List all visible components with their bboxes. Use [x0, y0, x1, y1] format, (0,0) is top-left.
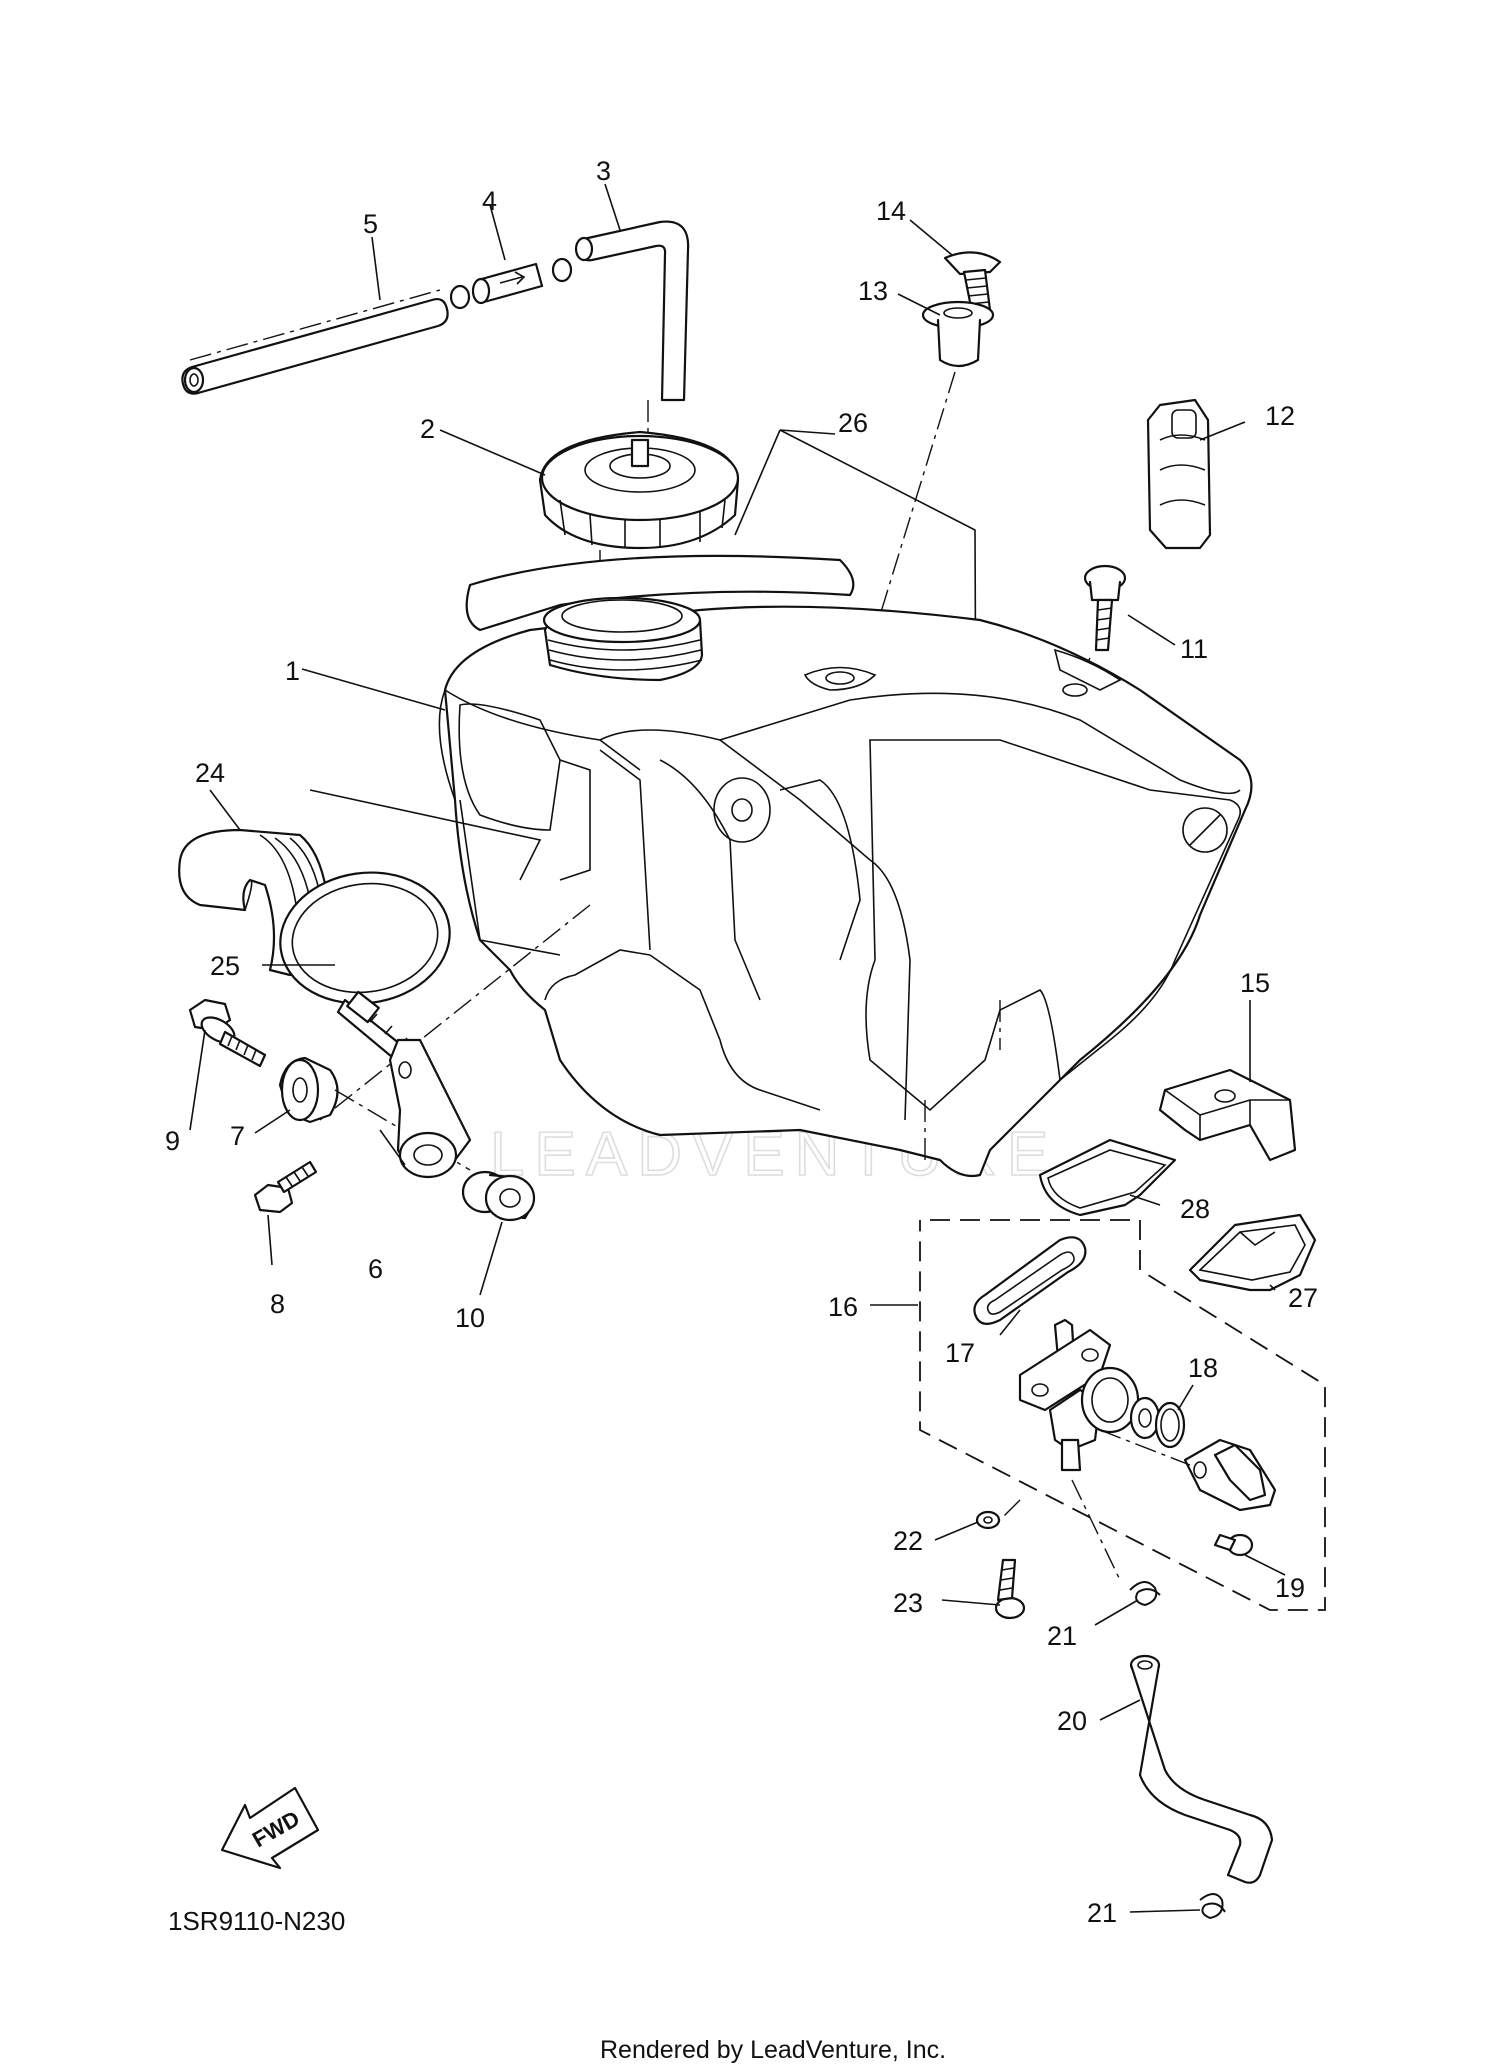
callout-13: 13 — [858, 276, 888, 306]
part-22-washer — [975, 1510, 1001, 1530]
callout-18: 18 — [1188, 1353, 1218, 1383]
callout-21-upper: 21 — [1047, 1621, 1077, 1651]
callout-28: 28 — [1180, 1194, 1210, 1224]
fuel-cock-lever — [1099, 1429, 1277, 1512]
callout-21-lower: 21 — [1087, 1898, 1117, 1928]
callout-4: 4 — [482, 186, 497, 216]
callout-19: 19 — [1275, 1573, 1305, 1603]
part-7-damper — [278, 1056, 471, 1171]
part-21-hose-clip-lower — [1199, 1893, 1226, 1920]
callout-10: 10 — [455, 1303, 485, 1333]
part-3-vent-hose — [574, 220, 690, 460]
callout-7: 7 — [230, 1121, 245, 1151]
part-23-screw — [994, 1558, 1026, 1620]
part-6-bracket — [388, 1038, 472, 1179]
callout-2: 2 — [420, 414, 435, 444]
callout-8: 8 — [270, 1289, 285, 1319]
part-18-o-ring — [1154, 1401, 1186, 1449]
part-19-screw — [1213, 1533, 1254, 1557]
callouts: 1 2 3 4 5 6 7 8 9 10 11 12 13 14 15 16 1… — [165, 156, 1318, 1928]
part-5-breather-hose — [181, 289, 449, 395]
part-8-bolt — [253, 1160, 318, 1214]
part-17-gasket — [973, 1236, 1087, 1325]
part-1-fuel-tank — [309, 596, 1253, 1178]
callout-9: 9 — [165, 1126, 180, 1156]
callout-17: 17 — [945, 1338, 975, 1368]
callout-1: 1 — [285, 656, 300, 686]
part-27-pad — [1188, 1213, 1317, 1292]
callout-25: 25 — [210, 951, 240, 981]
part-4-check-valve — [449, 257, 573, 310]
leader-lines — [189, 183, 1286, 1913]
part-9-bolt — [188, 998, 267, 1068]
callout-26: 26 — [838, 408, 868, 438]
callout-5: 5 — [363, 209, 378, 239]
part-2-fuel-cap — [538, 430, 740, 600]
part-12-band — [1146, 398, 1212, 550]
callout-22: 22 — [893, 1526, 923, 1556]
callout-27: 27 — [1288, 1283, 1318, 1313]
callout-3: 3 — [596, 156, 611, 186]
rendered-by-credit: Rendered by LeadVenture, Inc. — [600, 2036, 946, 2064]
fuel-cock-assembly-boundary — [919, 1219, 1326, 1611]
part-20-fuel-hose — [1129, 1654, 1274, 1884]
callout-12: 12 — [1265, 401, 1295, 431]
callout-20: 20 — [1057, 1706, 1087, 1736]
part-15-bracket — [1158, 1068, 1297, 1162]
part-11-bolt — [1074, 564, 1127, 686]
callout-24: 24 — [195, 758, 225, 788]
callout-23: 23 — [893, 1588, 923, 1618]
callout-11: 11 — [1180, 634, 1208, 664]
part-14-screw — [943, 251, 1002, 314]
part-28-pad — [1038, 1138, 1177, 1217]
callout-16: 16 — [828, 1292, 858, 1322]
part-10-collar — [461, 1170, 536, 1222]
diagram-code: 1SR9110-N230 — [168, 1906, 345, 1936]
callout-14: 14 — [876, 196, 906, 226]
callout-15: 15 — [1240, 968, 1270, 998]
part-16-fuel-cock — [999, 1318, 1161, 1581]
callout-6: 6 — [368, 1254, 383, 1284]
fwd-arrow: FWD — [220, 1786, 320, 1870]
